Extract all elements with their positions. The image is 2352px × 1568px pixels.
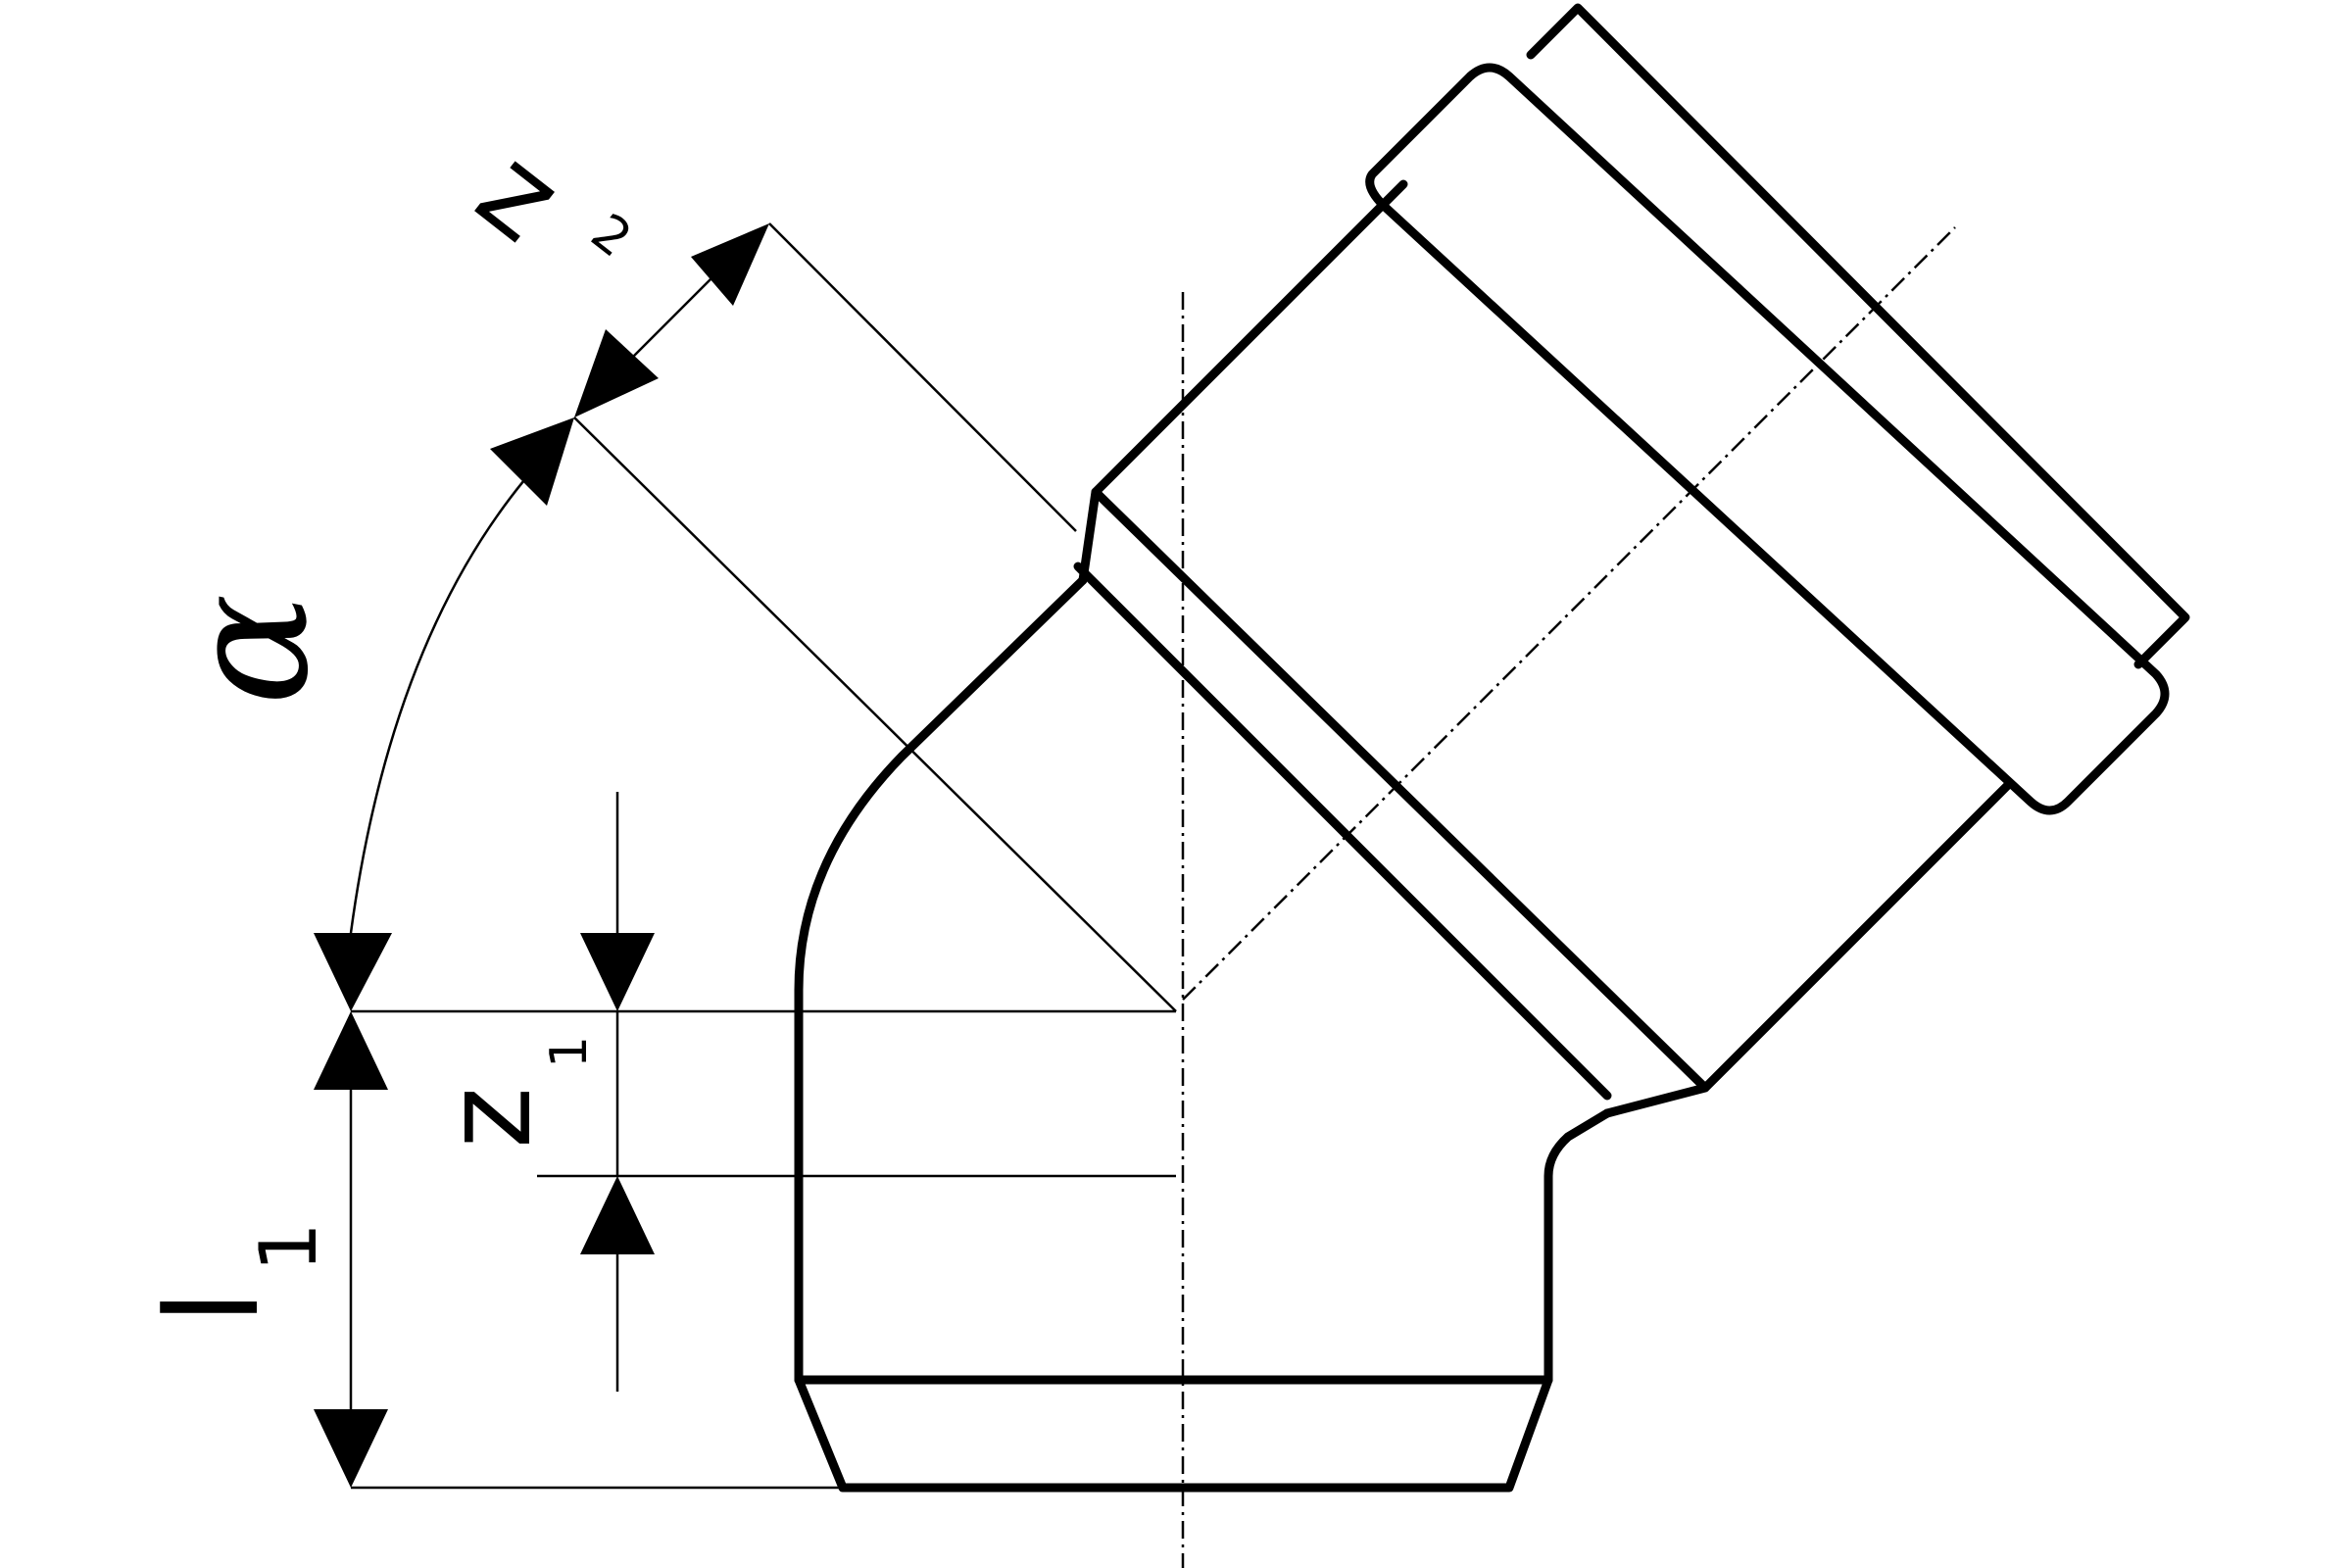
ext-z2-inner xyxy=(573,416,1177,1012)
center-lines xyxy=(1181,226,1956,1568)
spigot-end xyxy=(794,1375,1553,1493)
z1-arrow-top xyxy=(580,933,655,1011)
ext-z2-outer xyxy=(768,222,1077,532)
socket-collar xyxy=(1365,63,2170,815)
label-z2-subscript: 2 xyxy=(580,203,642,270)
z2-arrow-outer xyxy=(691,223,769,306)
pipe-elbow-body xyxy=(794,3,2190,1493)
elbow-outer-curve xyxy=(794,575,1088,1385)
socket-body-right xyxy=(1602,781,2012,1118)
band-line-1 xyxy=(1091,487,1710,1093)
label-l1-subscript: 1 xyxy=(243,1222,334,1272)
label-z1-subscript: 1 xyxy=(540,1036,599,1068)
l1-arrow-top xyxy=(314,1011,388,1090)
label-z1: z xyxy=(421,1087,558,1149)
elbow-inner-curve xyxy=(1544,1108,1612,1385)
label-z2: z xyxy=(453,122,585,268)
band-line-2 xyxy=(1073,562,1612,1101)
dimension-alpha xyxy=(314,417,574,1011)
l1-arrow-bottom xyxy=(314,1409,388,1488)
dimension-l1 xyxy=(314,1011,388,1488)
dimension-z2 xyxy=(574,223,769,417)
socket-ring xyxy=(1526,3,2190,669)
labels: α z 2 z 1 l 1 xyxy=(138,122,642,1325)
extension-lines xyxy=(351,222,1177,1490)
alpha-arrow-bottom xyxy=(314,933,392,1011)
label-l1: l xyxy=(138,1290,287,1325)
label-alpha: α xyxy=(152,593,346,706)
dimension-z1 xyxy=(580,792,655,1392)
diagonal-center-line xyxy=(1182,226,1956,1001)
z2-arrow-inner xyxy=(574,329,659,417)
z1-arrow-bottom xyxy=(580,1176,655,1254)
alpha-arc xyxy=(349,460,542,934)
alpha-arrow-top xyxy=(490,417,574,506)
